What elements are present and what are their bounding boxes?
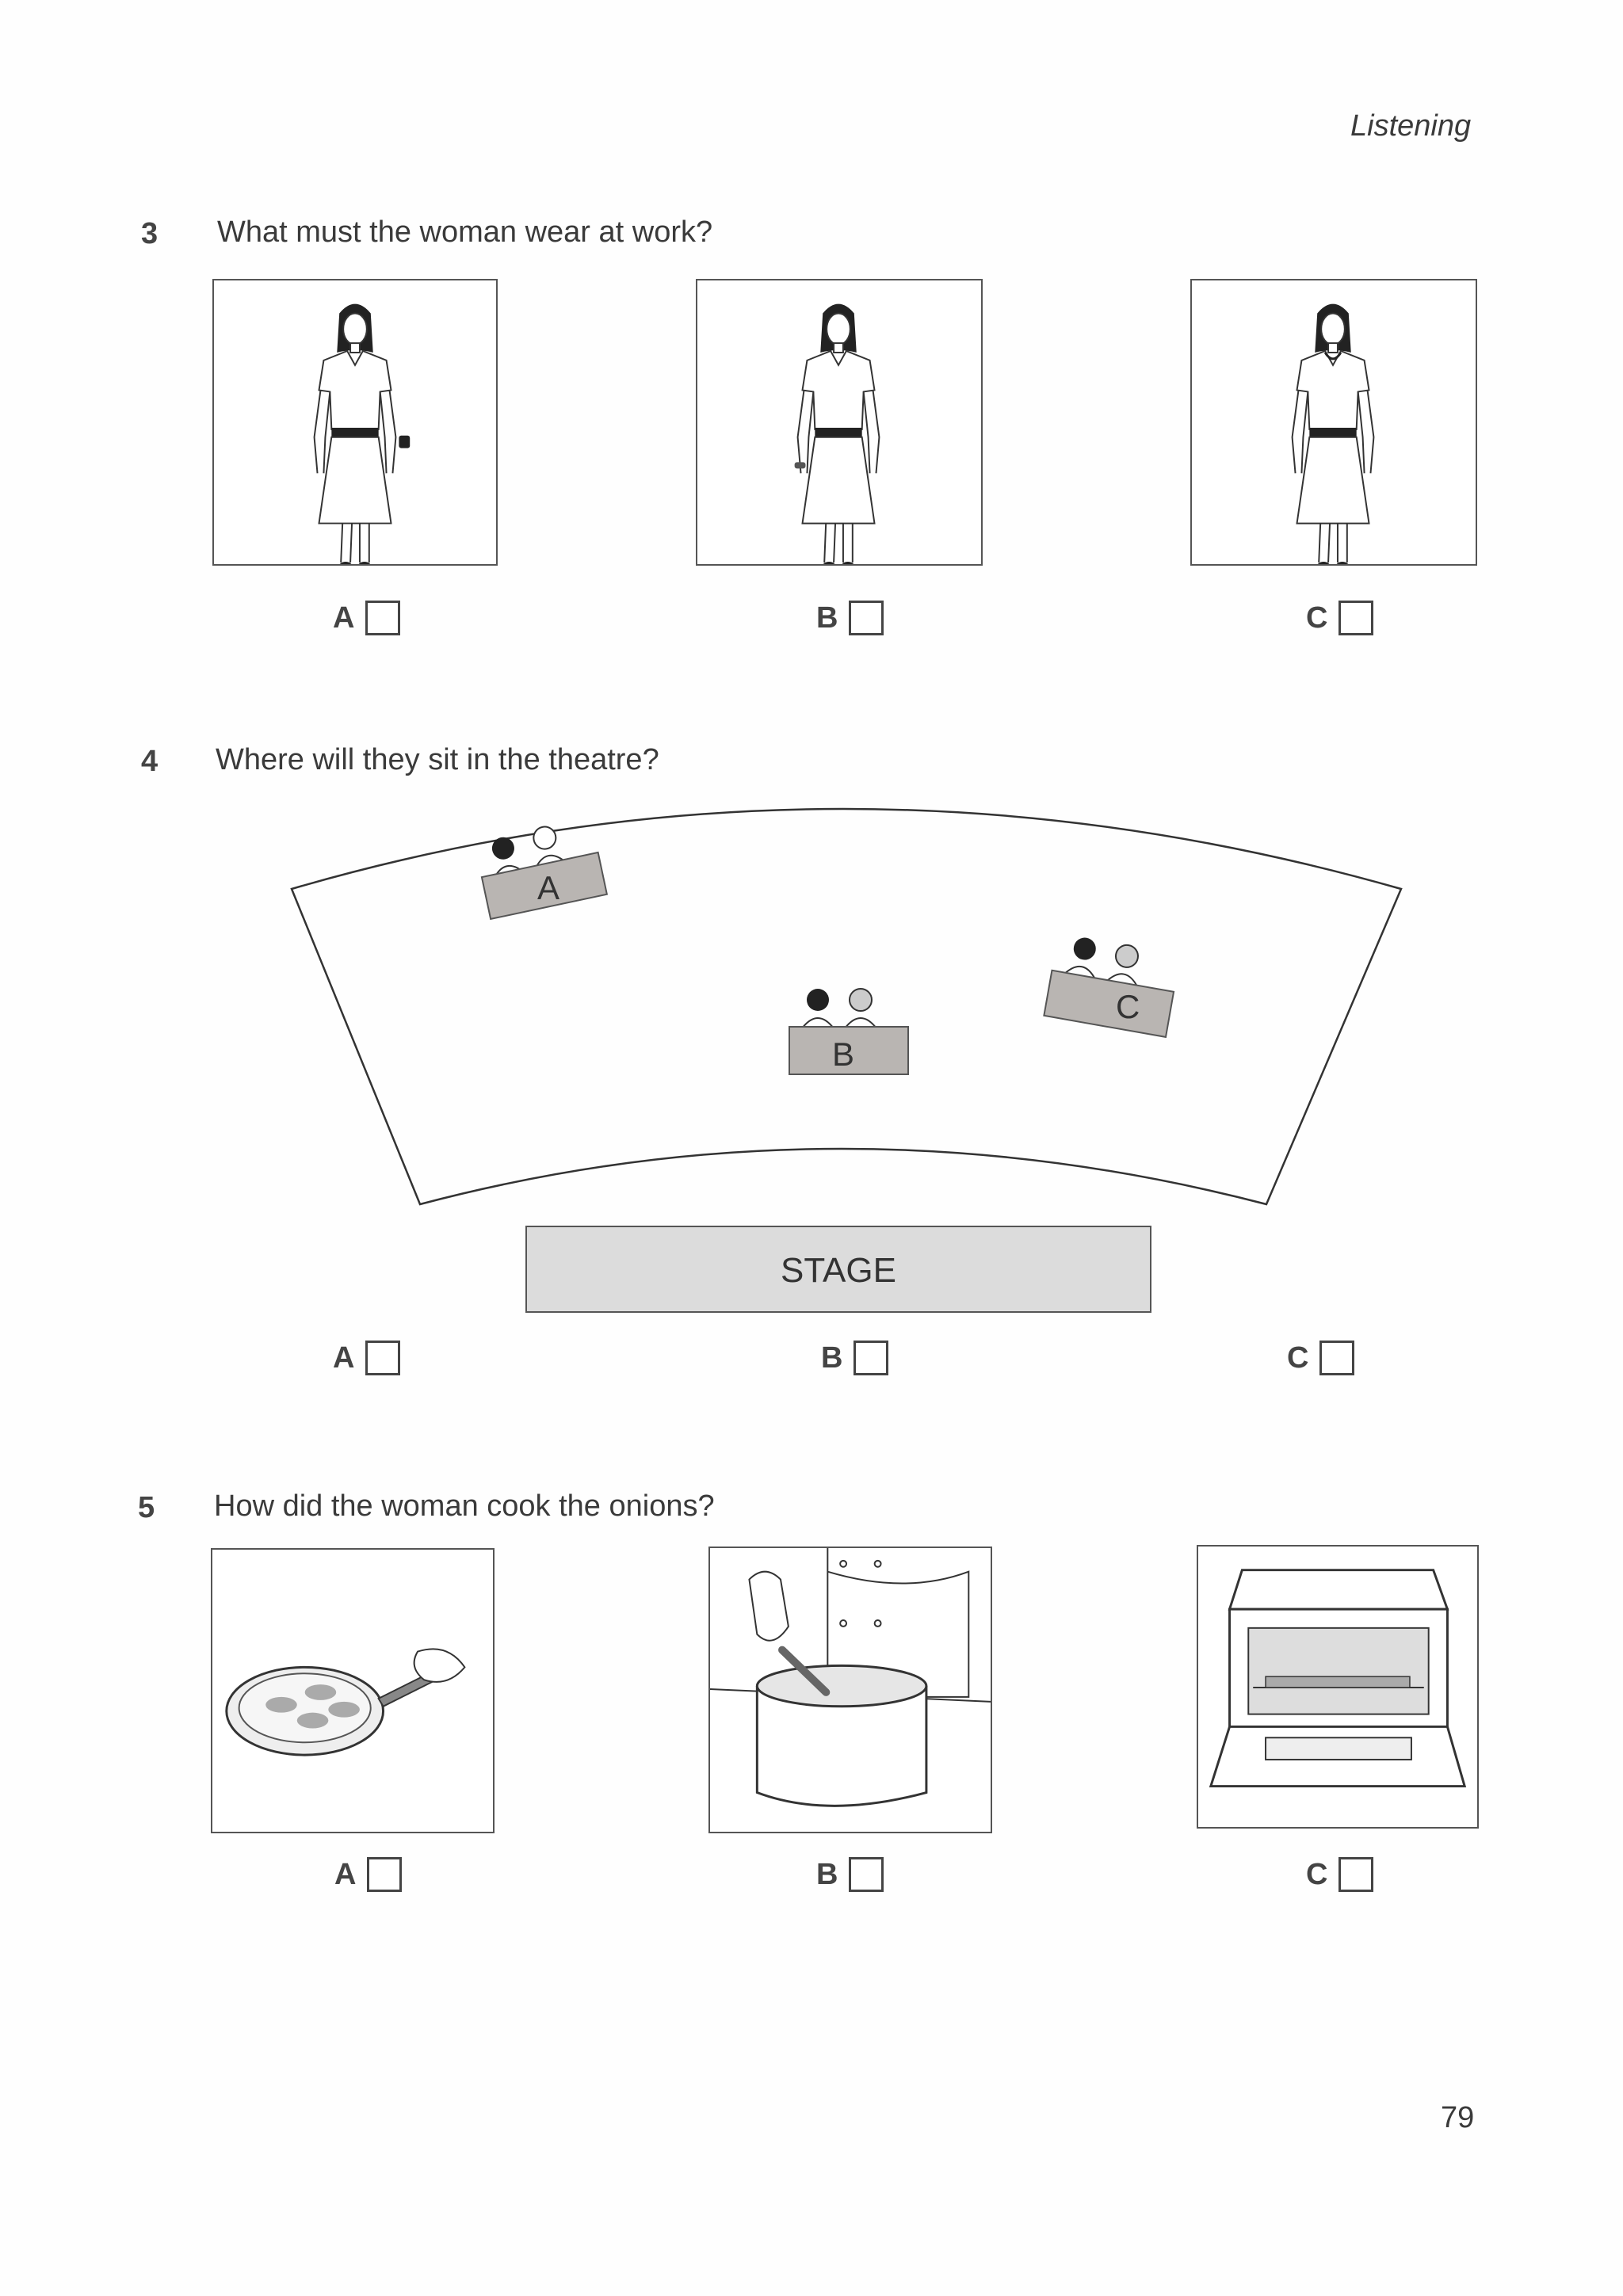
question-5-image-c (1197, 1545, 1479, 1829)
seat-label-b: B (832, 1035, 854, 1073)
seat-label-a: A (537, 869, 559, 906)
seat-label-c: C (1116, 988, 1140, 1025)
question-5-number: 5 (138, 1491, 155, 1524)
question-5-option-c[interactable]: C (1306, 1857, 1374, 1892)
question-5-image-a (211, 1548, 495, 1833)
question-3-text: What must the woman wear at work? (217, 215, 713, 249)
question-4-option-b[interactable]: B (821, 1341, 889, 1375)
option-label: C (1306, 601, 1328, 635)
option-label: A (334, 1857, 357, 1891)
answer-checkbox[interactable] (849, 601, 884, 635)
answer-checkbox[interactable] (1338, 601, 1374, 635)
answer-checkbox[interactable] (365, 1341, 401, 1375)
answer-checkbox[interactable] (1338, 1857, 1374, 1892)
question-5-text: How did the woman cook the onions? (214, 1489, 715, 1523)
question-3-option-a[interactable]: A (333, 601, 401, 635)
option-label: B (816, 1857, 838, 1891)
answer-checkbox[interactable] (1319, 1341, 1355, 1375)
option-label: B (821, 1341, 843, 1375)
question-4-text: Where will they sit in the theatre? (216, 743, 659, 776)
option-label: A (333, 1341, 355, 1375)
question-4-option-a[interactable]: A (333, 1341, 401, 1375)
question-3-number: 3 (141, 217, 158, 250)
option-label: B (816, 601, 838, 635)
question-3-image-a (212, 279, 498, 566)
question-4-option-c[interactable]: C (1287, 1341, 1355, 1375)
question-3-option-b[interactable]: B (816, 601, 884, 635)
stage-label: STAGE (781, 1251, 896, 1290)
stage (525, 1226, 1151, 1313)
question-5-image-b (708, 1547, 992, 1833)
page-number: 79 (1441, 2101, 1475, 2134)
seat-group-a (480, 826, 609, 921)
question-4-number: 4 (141, 745, 158, 778)
answer-checkbox[interactable] (367, 1857, 403, 1892)
section-title: Listening (1350, 109, 1472, 143)
question-5-option-b[interactable]: B (816, 1857, 884, 1892)
seat-group-c (1043, 937, 1175, 1039)
option-label: C (1287, 1341, 1309, 1375)
theatre-diagram: A B C STAGE (290, 807, 1403, 1313)
seat-group-b (789, 988, 909, 1075)
answer-checkbox[interactable] (854, 1341, 889, 1375)
answer-checkbox[interactable] (849, 1857, 884, 1892)
question-3-image-b (696, 279, 983, 566)
question-5-option-a[interactable]: A (334, 1857, 403, 1892)
question-3-image-c (1190, 279, 1477, 566)
answer-checkbox[interactable] (365, 601, 401, 635)
option-label: C (1306, 1857, 1328, 1891)
question-3-option-c[interactable]: C (1306, 601, 1374, 635)
option-label: A (333, 601, 355, 635)
